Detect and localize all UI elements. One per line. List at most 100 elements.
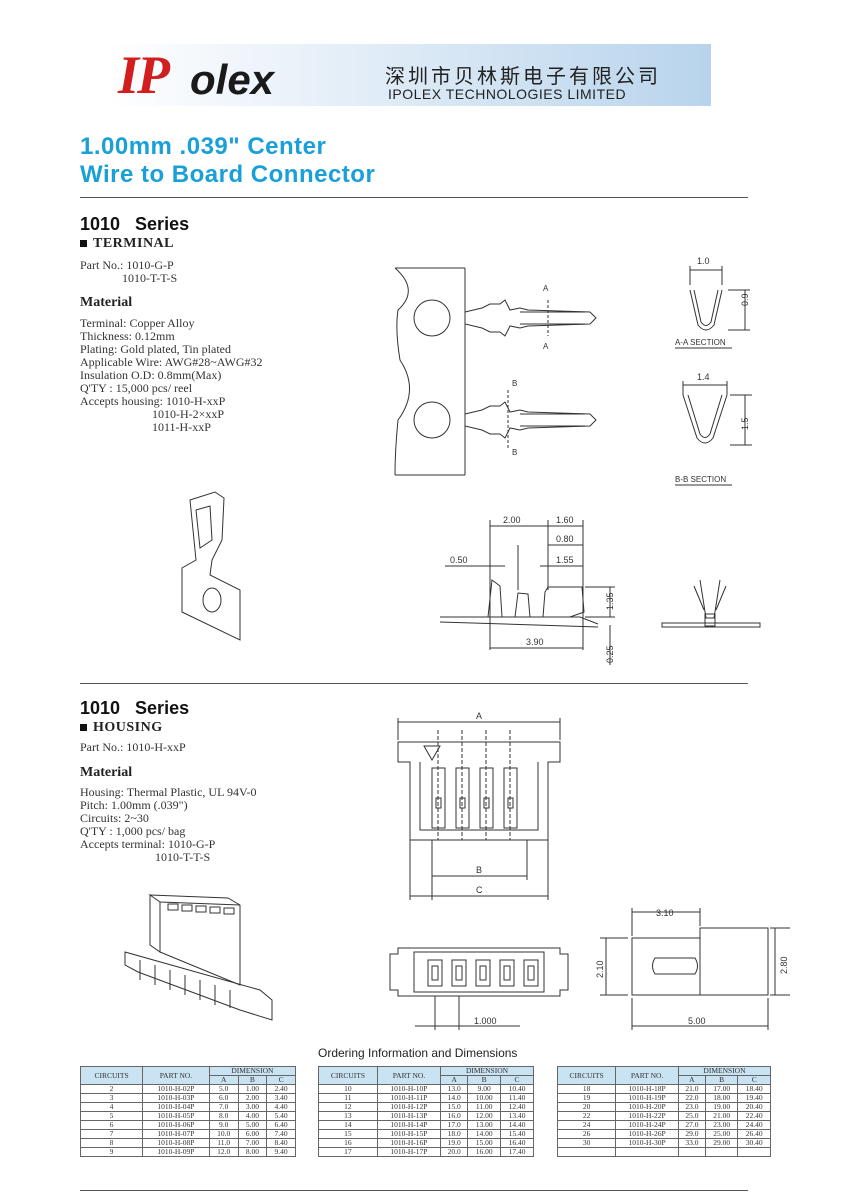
housing-top-outline (389, 947, 569, 997)
terminal-drawings: A A B B 1.0 0.9 A-A SECTION 1.4 1.5 B-B … (181, 256, 761, 665)
housing-material-list: Housing: Thermal Plastic, UL 94V-0 Pitch… (80, 785, 257, 864)
table-cell: 16.00 (467, 1147, 502, 1157)
company-name-chinese: 深圳市贝林斯电子有限公司 (385, 64, 661, 88)
table-cell: 30 (556, 1138, 617, 1148)
dim-1-5: 1.5 (740, 417, 750, 430)
dim-c-label: C (476, 885, 483, 895)
table-cell: 33.0 (677, 1138, 706, 1148)
polarity-triangle-icon (423, 745, 441, 762)
bullet-square-icon (80, 724, 87, 732)
terminal-series-heading: 1010 Series (80, 214, 190, 234)
pilot-hole-bottom (413, 401, 451, 439)
table-cell: 20.0 (440, 1147, 469, 1157)
section-mark-b-top: B (512, 379, 517, 388)
table-cell: 9.40 (266, 1147, 296, 1157)
housing-subheading-label: HOUSING (93, 720, 163, 735)
terminal-part-no: Part No.: 1010-G-P 1010-T-T-S (80, 258, 178, 285)
housing-part-no: Part No.: 1010-H-xxP (80, 740, 186, 754)
terminal-material-heading: Material (80, 295, 133, 310)
section-mark-b-bottom: B (512, 448, 517, 457)
terminal-top-view-b (464, 401, 597, 439)
housing-material-heading: Material (80, 765, 133, 780)
housing-series-heading: 1010 Series (80, 698, 190, 718)
dim-a-label: A (476, 711, 482, 721)
col-header-circuits: CIRCUITS (318, 1066, 378, 1085)
terminal-front-base (661, 622, 761, 628)
housing-front-outline (397, 741, 561, 841)
page-title-line1: 1.00mm .039" Center (80, 133, 327, 160)
table-cell: 12.0 (208, 1147, 239, 1157)
table-cell (556, 1147, 617, 1157)
section-bb-label: B-B SECTION (675, 475, 726, 484)
divider (80, 197, 748, 198)
col-header-part-no: PART NO. (142, 1066, 210, 1085)
dim-0-25: 0.25 (605, 645, 615, 663)
table-cell: 17.40 (500, 1147, 534, 1157)
table-row (556, 1147, 771, 1157)
pilot-hole-top (413, 299, 451, 337)
terminal-subheading-label: TERMINAL (93, 236, 175, 251)
table-cell: 1010-H-30P (615, 1138, 679, 1148)
terminal-subheading: TERMINAL (80, 236, 174, 252)
housing-subheading: HOUSING (80, 720, 163, 736)
logo-banner (105, 44, 711, 106)
table-cell: 30.40 (737, 1138, 771, 1148)
table-cell: 8.00 (237, 1147, 268, 1157)
company-name-english: IPOLEX TECHNOLOGIES LIMITED (388, 86, 627, 102)
col-header-circuits: CIRCUITS (556, 1066, 617, 1085)
dim-1-35: 1.35 (605, 592, 615, 610)
housing-iso-top (148, 894, 241, 906)
dim-0-9: 0.9 (740, 293, 750, 306)
table-cell: 17 (318, 1147, 378, 1157)
table-cell (677, 1147, 706, 1157)
dim-0-80: 0.80 (556, 534, 574, 544)
terminal-side-contact (542, 586, 585, 618)
page-title-line2: Wire to Board Connector (80, 161, 376, 188)
col-header-part-no: PART NO. (615, 1066, 679, 1085)
housing-iso-base (124, 951, 273, 1021)
dim-1-55: 1.55 (556, 555, 574, 565)
terminal-top-view (464, 299, 597, 337)
bullet-square-icon (80, 240, 87, 248)
table-cell (704, 1147, 739, 1157)
section-mark-a-bottom: A (543, 342, 549, 351)
dim-b-label: B (476, 865, 482, 875)
terminal-isometric (181, 491, 241, 641)
dim-3-90: 3.90 (526, 637, 544, 647)
logo-mark-ip: IP (118, 45, 170, 105)
dim-2-00: 2.00 (503, 515, 521, 525)
table-cell: 9 (79, 1147, 144, 1157)
table-cell: 1010-H-17P (376, 1147, 442, 1157)
dim-2-80: 2.80 (779, 956, 789, 974)
dim-3-10: 3.10 (656, 908, 674, 918)
dim-1-60: 1.60 (556, 515, 574, 525)
section-aa-shape (689, 289, 723, 331)
table-cell (615, 1147, 679, 1157)
ordering-title: Ordering Information and Dimensions (318, 1046, 518, 1060)
section-mark-a-top: A (543, 284, 549, 293)
dim-1-4: 1.4 (697, 372, 710, 382)
terminal-material-list: Terminal: Copper Alloy Thickness: 0.12mm… (80, 316, 263, 434)
dim-0-50: 0.50 (450, 555, 468, 565)
section-bb-shape (682, 394, 728, 444)
carrier-strip-edge (394, 267, 410, 476)
table-cell: 29.00 (704, 1138, 739, 1148)
dim-5-00: 5.00 (688, 1016, 706, 1026)
col-header-part-no: PART NO. (376, 1066, 442, 1085)
divider (80, 1190, 748, 1191)
section-aa-label: A-A SECTION (675, 338, 726, 347)
divider (80, 683, 748, 684)
logo-mark-olex: olex (190, 56, 275, 103)
dim-2-10: 2.10 (595, 960, 605, 978)
